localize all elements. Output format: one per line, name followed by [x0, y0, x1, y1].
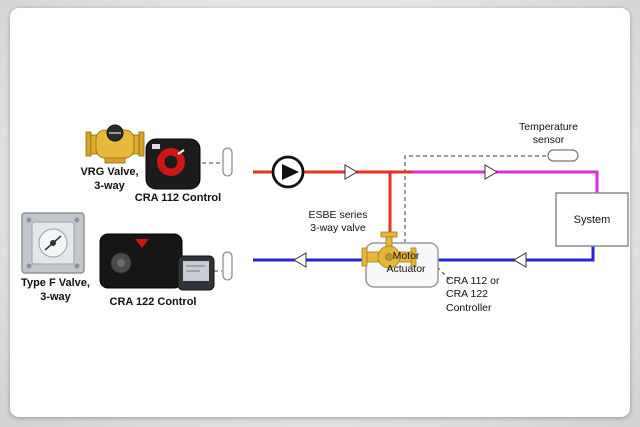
pump-icon	[271, 155, 305, 189]
temperature-sensor-icon	[547, 149, 579, 162]
vrg-valve-label: VRG Valve, 3-way	[80, 166, 139, 193]
cra122-control-label: CRA 122 Control	[109, 296, 197, 308]
system-label: System	[573, 213, 611, 226]
cra112-control-label: CRA 112 Control	[134, 192, 222, 204]
sensor-capsule-icon	[222, 251, 233, 281]
type-f-valve-label: Type F Valve, 3-way	[21, 277, 90, 304]
flow-arrow-left-icon	[513, 252, 527, 268]
cra112-actuator-image	[145, 138, 201, 190]
system-box	[555, 192, 629, 247]
diagram-card	[10, 8, 630, 417]
sensor-signal-dashed-line	[404, 155, 546, 242]
flow-arrow-right-icon	[344, 164, 358, 180]
cra122-actuator-image	[99, 233, 215, 291]
controller-label: CRA 112 or CRA 122 Controller	[446, 275, 500, 314]
type-f-valve-image	[21, 212, 85, 274]
motor-actuator-label: Motor Actuator	[386, 250, 426, 276]
flow-arrow-left-icon	[293, 252, 307, 268]
sensor-capsule-icon	[222, 147, 233, 177]
flow-arrow-right-icon	[484, 164, 498, 180]
esbe-valve-label: ESBE series 3-way valve	[308, 209, 368, 235]
three-way-valve-icon	[361, 231, 417, 269]
controller-pointer-dashed-line	[436, 266, 452, 282]
temperature-sensor-label: Temperature sensor	[519, 121, 578, 147]
mixed-supply-line	[412, 170, 599, 193]
vrg-valve-image	[85, 124, 145, 164]
